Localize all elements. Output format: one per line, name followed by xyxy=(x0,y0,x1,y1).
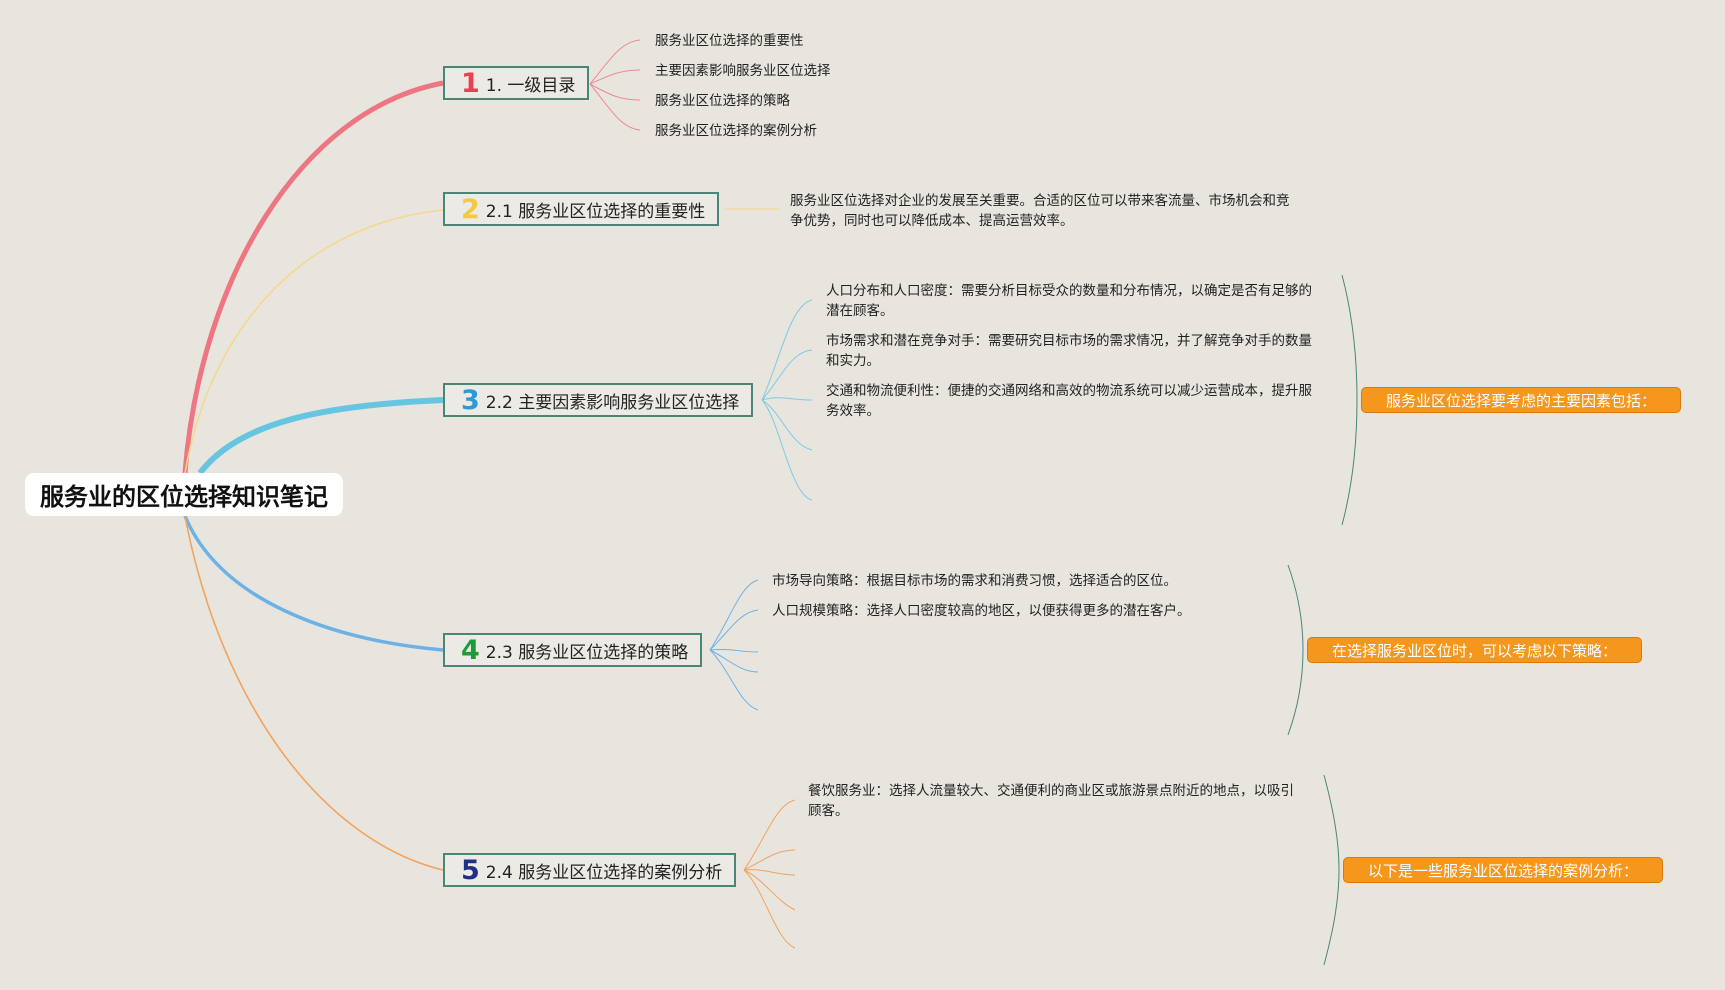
topic-4-child-1[interactable]: 市场导向策略：根据目标市场的需求和消费习惯，选择适合的区位。 xyxy=(772,573,1177,589)
topic-2-label: 2.1 服务业区位选择的重要性 xyxy=(485,201,706,222)
topic-4-number: 4 xyxy=(461,634,480,666)
topic-3-child-3[interactable]: 交通和物流便利性：便捷的交通网络和高效的物流系统可以减少运营成本，提升服务效率。 xyxy=(826,383,1312,419)
root-topic[interactable]: 服务业的区位选择知识笔记 xyxy=(25,473,343,516)
topic-2[interactable]: 2 2.1 服务业区位选择的重要性 xyxy=(443,192,720,226)
topic-3-sub-lines xyxy=(761,299,813,501)
topic-1-child-1[interactable]: 服务业区位选择的重要性 xyxy=(655,33,804,49)
topic-4[interactable]: 4 2.3 服务业区位选择的策略 xyxy=(443,633,703,667)
branch-4-line xyxy=(183,515,444,652)
topic-1-sub-lines xyxy=(589,39,641,131)
topic-3-child-1[interactable]: 人口分布和人口密度：需要分析目标受众的数量和分布情况，以确定是否有足够的潜在顾客… xyxy=(826,283,1312,319)
topic-5-sub-lines xyxy=(743,799,796,949)
topic-1-label: 1. 一级目录 xyxy=(485,75,576,96)
topic-5-summary[interactable]: 以下是一些服务业区位选择的案例分析： xyxy=(1343,857,1663,883)
topic-3-summary-brace xyxy=(1341,274,1358,526)
topic-4-label: 2.3 服务业区位选择的策略 xyxy=(485,642,689,663)
topic-1-number: 1 xyxy=(461,67,480,99)
topic-3[interactable]: 3 2.2 主要因素影响服务业区位选择 xyxy=(443,383,754,417)
topic-5-child-1[interactable]: 餐饮服务业：选择人流量较大、交通便利的商业区或旅游景点附近的地点，以吸引顾客。 xyxy=(808,783,1294,819)
branch-2-line xyxy=(184,209,444,474)
topic-3-number: 3 xyxy=(461,384,480,416)
root-title: 服务业的区位选择知识笔记 xyxy=(40,483,328,511)
topic-1-child-4[interactable]: 服务业区位选择的案例分析 xyxy=(655,123,817,139)
topic-3-summary[interactable]: 服务业区位选择要考虑的主要因素包括： xyxy=(1361,387,1681,413)
topic-4-sub-lines xyxy=(709,579,759,711)
topic-4-summary-brace xyxy=(1287,564,1304,736)
topic-1-child-3[interactable]: 服务业区位选择的策略 xyxy=(655,93,790,109)
topic-4-child-2[interactable]: 人口规模策略：选择人口密度较高的地区，以便获得更多的潜在客户。 xyxy=(772,603,1191,619)
topic-4-summary[interactable]: 在选择服务业区位时，可以考虑以下策略： xyxy=(1307,637,1642,663)
topic-5-number: 5 xyxy=(461,854,480,886)
branch-5-line xyxy=(184,515,444,871)
topic-5[interactable]: 5 2.4 服务业区位选择的案例分析 xyxy=(443,853,737,887)
topic-3-label: 2.2 主要因素影响服务业区位选择 xyxy=(485,392,740,413)
topic-2-number: 2 xyxy=(461,193,480,225)
topic-5-summary-brace xyxy=(1323,774,1340,966)
topic-1-child-2[interactable]: 主要因素影响服务业区位选择 xyxy=(655,63,831,79)
topic-1[interactable]: 1 1. 一级目录 xyxy=(443,66,590,100)
topic-3-child-2[interactable]: 市场需求和潜在竞争对手：需要研究目标市场的需求情况，并了解竞争对手的数量和实力。 xyxy=(826,333,1312,369)
topic-5-label: 2.4 服务业区位选择的案例分析 xyxy=(485,862,723,883)
topic-2-child-1[interactable]: 服务业区位选择对企业的发展至关重要。合适的区位可以带来客流量、市场机会和竞争优势… xyxy=(790,193,1290,229)
branch-1-line xyxy=(182,80,444,474)
branch-3-line xyxy=(197,397,444,475)
